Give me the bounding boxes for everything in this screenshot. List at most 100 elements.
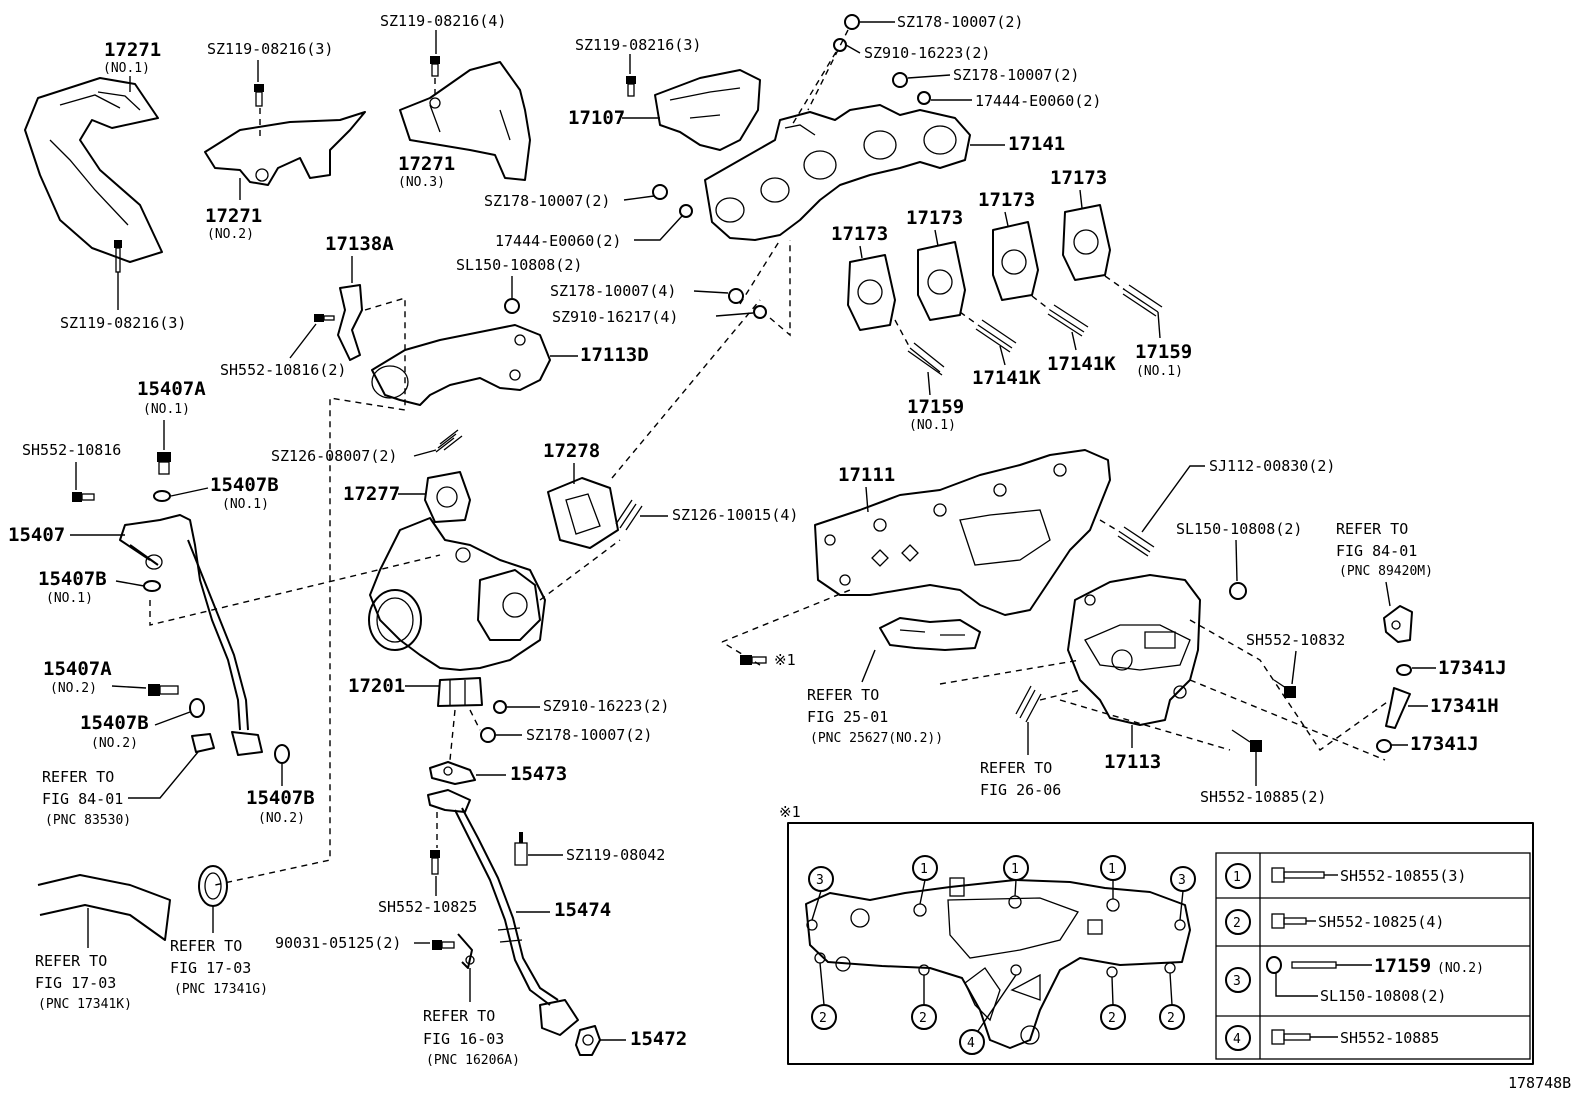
bolt-icon	[1271, 867, 1325, 883]
vsv-bracket-icon	[1383, 605, 1413, 643]
bolt-sz126-08007-label: SZ126-08007(2)	[271, 447, 397, 465]
part-17173-d-label: 17173	[1050, 167, 1107, 189]
ref-16-03-line1: REFER TO	[423, 1007, 495, 1025]
bolt-sl150-10808-b-label: SL150-10808(2)	[1176, 520, 1302, 538]
part-17159-b-sub: (NO.1)	[1136, 364, 1183, 379]
heat-insulator-no1	[24, 77, 163, 263]
gasket-17277	[424, 471, 471, 523]
stud-17159-b	[1122, 284, 1163, 317]
part-17141k-b-label: 17141K	[1047, 353, 1116, 375]
ref-25-01-line3: (PNC 25627(NO.2))	[810, 731, 943, 746]
bolt-sz910-16223-b-label: SZ910-16223(2)	[543, 697, 669, 715]
bolt-sh552-10885-label: SH552-10885(2)	[1200, 788, 1326, 806]
bolt-icon	[430, 56, 440, 77]
legend-3-part2: SL150-10808(2)	[1320, 987, 1446, 1005]
bolt-icon	[254, 84, 264, 107]
legend-3-sub: (NO.2)	[1437, 961, 1484, 976]
ref-84-01-b-line1: REFER TO	[1336, 520, 1408, 538]
clip-icon	[457, 933, 475, 969]
nut-icon	[844, 14, 860, 30]
legend-4-num: 4	[1233, 1032, 1241, 1047]
washer-icon	[153, 490, 171, 502]
washer-icon	[143, 580, 161, 592]
part-15407a-no1-label: 15407A	[137, 378, 206, 400]
part-17141-label: 17141	[1008, 133, 1065, 155]
callout-2-d: 2	[1167, 1011, 1175, 1026]
part-15407a-no2-sub: (NO.2)	[50, 681, 97, 696]
ref-17-03-b-line1: REFER TO	[170, 937, 242, 955]
bolt-sz126-10015-label: SZ126-10015(4)	[672, 506, 798, 524]
stud-17141k-b	[1047, 304, 1089, 337]
oil-return-pipe-15474	[427, 789, 579, 1036]
bolt-icon	[626, 76, 636, 97]
part-17271-no2-sub: (NO.2)	[207, 227, 254, 242]
bolt-icon	[1271, 1029, 1311, 1045]
sensor-icon	[514, 832, 528, 866]
legend-4-part: SH552-10885	[1340, 1029, 1439, 1047]
nut-icon	[728, 288, 744, 304]
bolt-icon	[157, 452, 171, 475]
stud-17159-a	[907, 342, 945, 376]
part-15407b-no1-a-label: 15407B	[210, 474, 279, 496]
diagram-id: 178748B	[1508, 1074, 1571, 1092]
inset-legend: 1 SH552-10855(3) 2 SH552-10825(4) 3 1715…	[1215, 852, 1531, 1060]
part-17341h-label: 17341H	[1430, 695, 1499, 717]
callout-2-b: 2	[919, 1011, 927, 1026]
pipe-17113d	[371, 324, 551, 406]
part-17277-label: 17277	[343, 483, 400, 505]
nut-icon	[892, 72, 908, 88]
bolt-sh552-10816-label: SH552-10816	[22, 441, 121, 459]
part-17138a-label: 17138A	[325, 233, 394, 255]
insulator-17107	[654, 69, 761, 151]
part-15407b-no2-a-label: 15407B	[80, 712, 149, 734]
bolt-17444-e0060-b-label: 17444-E0060(2)	[495, 232, 621, 250]
bolt-sj112-00830-label: SJ112-00830(2)	[1209, 457, 1335, 475]
heat-insulator-no3	[399, 61, 531, 181]
part-15407b-no1-b-sub: (NO.1)	[46, 591, 93, 606]
oil-pipe-15407	[119, 514, 263, 756]
hose-icon	[1385, 687, 1411, 729]
ref-17-03-b-line3: (PNC 17341G)	[174, 982, 268, 997]
bolt-icon	[1231, 729, 1262, 752]
part-17173-c-label: 17173	[978, 189, 1035, 211]
bolt-sz119-08216-4-label: SZ119-08216(4)	[380, 12, 506, 30]
bolt-sz119-08216-label: SZ119-08216(3)	[60, 314, 186, 332]
washer-icon	[493, 700, 507, 714]
bolt-icon	[314, 314, 335, 322]
stud-icon	[615, 499, 643, 531]
mark-1-label: ※1	[774, 651, 796, 669]
part-17159-a-sub: (NO.1)	[909, 418, 956, 433]
ref-17-03-a-line3: (PNC 17341K)	[38, 997, 132, 1012]
callout-1-b: 1	[1011, 862, 1019, 877]
part-15472-label: 15472	[630, 1028, 687, 1050]
ref-84-01-b-line2: FIG 84-01	[1336, 542, 1417, 560]
part-17201-label: 17201	[348, 675, 405, 697]
callout-3-b: 3	[1178, 873, 1186, 888]
nut-icon	[652, 184, 668, 200]
egr-gasket-icon	[879, 617, 981, 651]
part-17271-no3-sub: (NO.3)	[398, 175, 445, 190]
clip-icon	[1396, 664, 1412, 676]
part-17271-no3-label: 17271	[398, 153, 455, 175]
part-17173-a-label: 17173	[831, 223, 888, 245]
part-17271-no1-sub: (NO.1)	[103, 61, 150, 76]
ref-16-03-line3: (PNC 16206A)	[426, 1053, 520, 1068]
bolt-sl150-10808-a-label: SL150-10808(2)	[456, 256, 582, 274]
washer-icon	[189, 698, 205, 718]
clamp-icon	[198, 865, 228, 907]
part-17113d-label: 17113D	[580, 344, 649, 366]
part-17278-label: 17278	[543, 440, 600, 462]
washer-icon	[753, 305, 767, 319]
bracket-17138a	[337, 284, 363, 361]
bolt-sh552-10816-2-label: SH552-10816(2)	[220, 361, 346, 379]
ref-84-01-b-line3: (PNC 89420M)	[1339, 564, 1433, 579]
legend-2-part: SH552-10825(4)	[1318, 913, 1444, 931]
stud-17141k-a	[975, 319, 1017, 353]
part-15407b-no2-b-label: 15407B	[246, 787, 315, 809]
part-17341j-b-label: 17341J	[1410, 733, 1479, 755]
bolt-icon	[1271, 913, 1307, 929]
callout-2-c: 2	[1108, 1011, 1116, 1026]
bolt-sz910-16223-a-label: SZ910-16223(2)	[864, 44, 990, 62]
stud-icon	[435, 429, 463, 453]
